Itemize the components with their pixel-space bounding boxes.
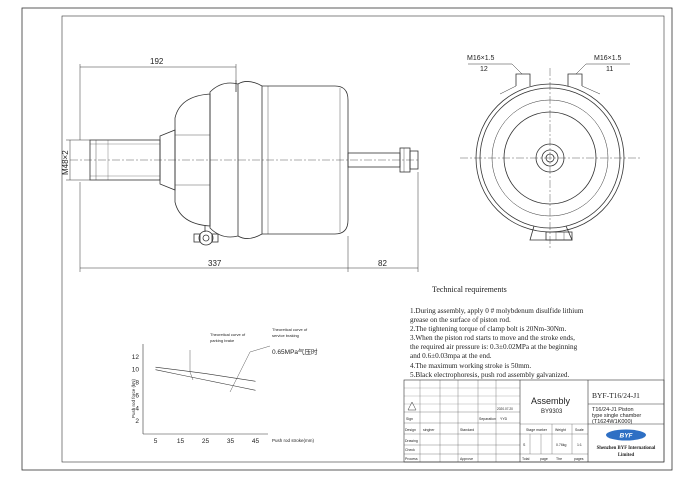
tb-label-date: 2020.07.20 xyxy=(497,407,513,411)
tb-label-drawing: Drawing xyxy=(405,439,418,443)
tb-label-check: Check xyxy=(405,448,415,452)
tb-assembly: Assembly xyxy=(531,396,571,406)
tb-scale-value: 1:1 xyxy=(577,443,582,447)
tb-code: BY9303 xyxy=(541,409,563,415)
tech-line: grease on the surface of piston rod. xyxy=(410,316,511,325)
curve-note-2-line2: service braking xyxy=(272,333,299,338)
front-dimensions xyxy=(66,64,419,272)
chart-ylabel: Push rod force (kN) xyxy=(131,378,136,418)
tb-label-ymd: YYD xyxy=(500,417,508,421)
tb-label-s: S xyxy=(523,443,526,447)
curve-note-1-leader xyxy=(189,350,194,381)
dim-m48: M48×2 xyxy=(61,150,70,175)
port-right-number: 11 xyxy=(606,66,613,73)
tb-label-weight: Weight xyxy=(555,428,566,432)
tb-label-pages: pages xyxy=(574,457,584,461)
tb-company-2: Limited xyxy=(618,453,635,458)
tech-line: 4.The maximum working stroke is 50mm. xyxy=(410,361,532,370)
side-view xyxy=(460,63,640,250)
dim-82: 82 xyxy=(378,259,387,268)
y-tick-label: 2 xyxy=(135,418,139,425)
tb-label-sign: Sign xyxy=(406,417,413,421)
series-line-1 xyxy=(155,366,256,382)
logo-text: BYF xyxy=(620,433,634,440)
tb-company-1: Shenzhen BYF International xyxy=(597,446,656,451)
curve-note-1-line1: Theoretical curve of xyxy=(210,332,246,337)
front-view xyxy=(70,80,420,246)
title-block xyxy=(403,379,665,463)
tech-line: 1.During assembly, apply 0 # molybdenum … xyxy=(410,307,584,315)
tb-label-the: The xyxy=(556,457,562,461)
curve-note-1-line2: parking brake xyxy=(210,338,235,343)
port-left-number: 12 xyxy=(480,66,488,73)
curve-note-2-leader xyxy=(229,345,271,393)
tech-heading: Technical requirements xyxy=(432,285,507,294)
tb-desc-2: type single chamber xyxy=(592,413,641,419)
tech-line: the required air pressure is: 0.3±0.02MP… xyxy=(410,343,578,352)
tb-label-process: Process xyxy=(405,457,418,461)
series-line-2 xyxy=(155,369,256,391)
y-tick-label: 10 xyxy=(132,367,140,374)
dim-192: 192 xyxy=(150,57,164,66)
y-tick-label: 4 xyxy=(135,405,139,412)
dim-337: 337 xyxy=(208,259,222,268)
tb-label-page: page xyxy=(540,457,548,461)
tech-line: and 0.6±0.03mpa at the end. xyxy=(410,352,492,361)
tb-part-no: BYF-T16/24-J1 xyxy=(592,391,640,400)
tb-label-standard: Standard xyxy=(460,428,474,432)
company-logo: BYF xyxy=(606,429,646,441)
tb-desc-3: (T1624W1K000) xyxy=(592,419,633,425)
x-tick-label: 35 xyxy=(227,438,235,445)
tb-label-total: Total xyxy=(522,457,530,461)
tech-line: 5.Black electrophoresis, push rod assemb… xyxy=(410,370,570,379)
y-tick-label: 12 xyxy=(132,354,140,361)
curve-note-2-line1: Theoretical curve of xyxy=(272,327,308,332)
tech-line: 2.The tightening torque of clamp bolt is… xyxy=(410,325,567,334)
tb-weight-value: 0.76kg xyxy=(556,443,567,447)
y-tick-label: 8 xyxy=(135,380,139,387)
y-tick-label: 6 xyxy=(135,392,139,399)
port-left-thread: M16×1.5 xyxy=(467,55,495,62)
inner-border xyxy=(61,15,665,463)
x-tick-label: 15 xyxy=(177,438,185,445)
x-tick-label: 5 xyxy=(154,438,158,445)
tb-label-stage: Stage marker xyxy=(526,428,548,432)
tb-label-scale: Scale xyxy=(575,428,584,432)
tech-line: 3.When the piston rod starts to move and… xyxy=(410,334,575,343)
x-tick-label: 45 xyxy=(252,438,260,445)
tech-requirements: 1.During assembly, apply 0 # molybdenum … xyxy=(410,307,672,380)
port-right-thread: M16×1.5 xyxy=(594,55,622,62)
pressure-note: 0.65MPa气压时 xyxy=(272,347,318,356)
tb-label-signer: singher xyxy=(423,428,435,432)
force-stroke-chart: 5 15 25 35 45 2 4 6 8 10 12 xyxy=(132,344,271,445)
tb-label-design: Design xyxy=(405,428,416,432)
tb-desc-1: T16/24-J1 Piston xyxy=(592,407,634,413)
x-tick-label: 25 xyxy=(202,438,210,445)
outer-border xyxy=(21,7,673,471)
chart-xlabel: Push rod stroke(mm) xyxy=(272,438,315,443)
tb-label-approve: Approve xyxy=(460,457,473,461)
tb-label-separation: Separation xyxy=(479,417,496,421)
